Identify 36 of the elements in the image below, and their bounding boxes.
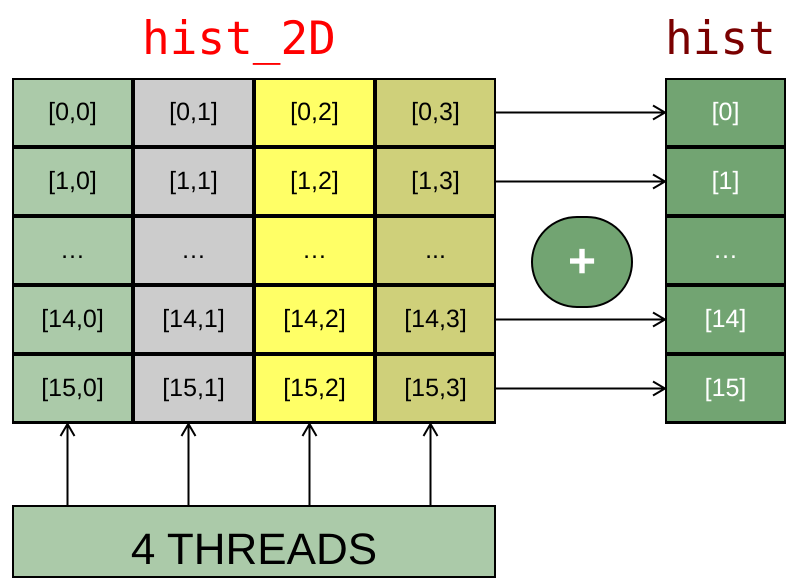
table-cell: [15,3] xyxy=(375,354,496,423)
table-cell: [0] xyxy=(665,78,786,147)
table-cell: … xyxy=(133,216,254,285)
table-cell: [1,3] xyxy=(375,147,496,216)
table-cell: [0,1] xyxy=(133,78,254,147)
arrow xyxy=(496,380,666,396)
table-cell: ... xyxy=(375,216,496,285)
table-cell: [0,0] xyxy=(12,78,133,147)
table-cell: [15] xyxy=(665,354,786,423)
table-cell: [1,1] xyxy=(133,147,254,216)
arrow xyxy=(496,174,666,190)
table-cell: [15,2] xyxy=(254,354,375,423)
table-cell: [0,3] xyxy=(375,78,496,147)
arrow xyxy=(496,312,666,328)
array-title: hist xyxy=(665,10,776,67)
table-cell: [15,1] xyxy=(133,354,254,423)
table-cell: [0,2] xyxy=(254,78,375,147)
table-cell: [14,0] xyxy=(12,285,133,354)
table-cell: [14,3] xyxy=(375,285,496,354)
threads-box: 4 THREADS xyxy=(12,505,496,578)
table-cell: [1] xyxy=(665,147,786,216)
table-cell: … xyxy=(12,216,133,285)
table-cell: [15,0] xyxy=(12,354,133,423)
table-cell: … xyxy=(254,216,375,285)
arrow xyxy=(496,104,666,120)
table-cell: [14] xyxy=(665,285,786,354)
arrow xyxy=(422,423,438,505)
table-cell: [1,2] xyxy=(254,147,375,216)
arrow xyxy=(60,423,76,505)
arrow xyxy=(180,423,196,505)
table-cell: [1,0] xyxy=(12,147,133,216)
table-cell: … xyxy=(665,216,786,285)
table-cell: [14,2] xyxy=(254,285,375,354)
table-cell: [14,1] xyxy=(133,285,254,354)
array-title: hist_2D xyxy=(142,10,336,67)
arrow xyxy=(302,423,318,505)
